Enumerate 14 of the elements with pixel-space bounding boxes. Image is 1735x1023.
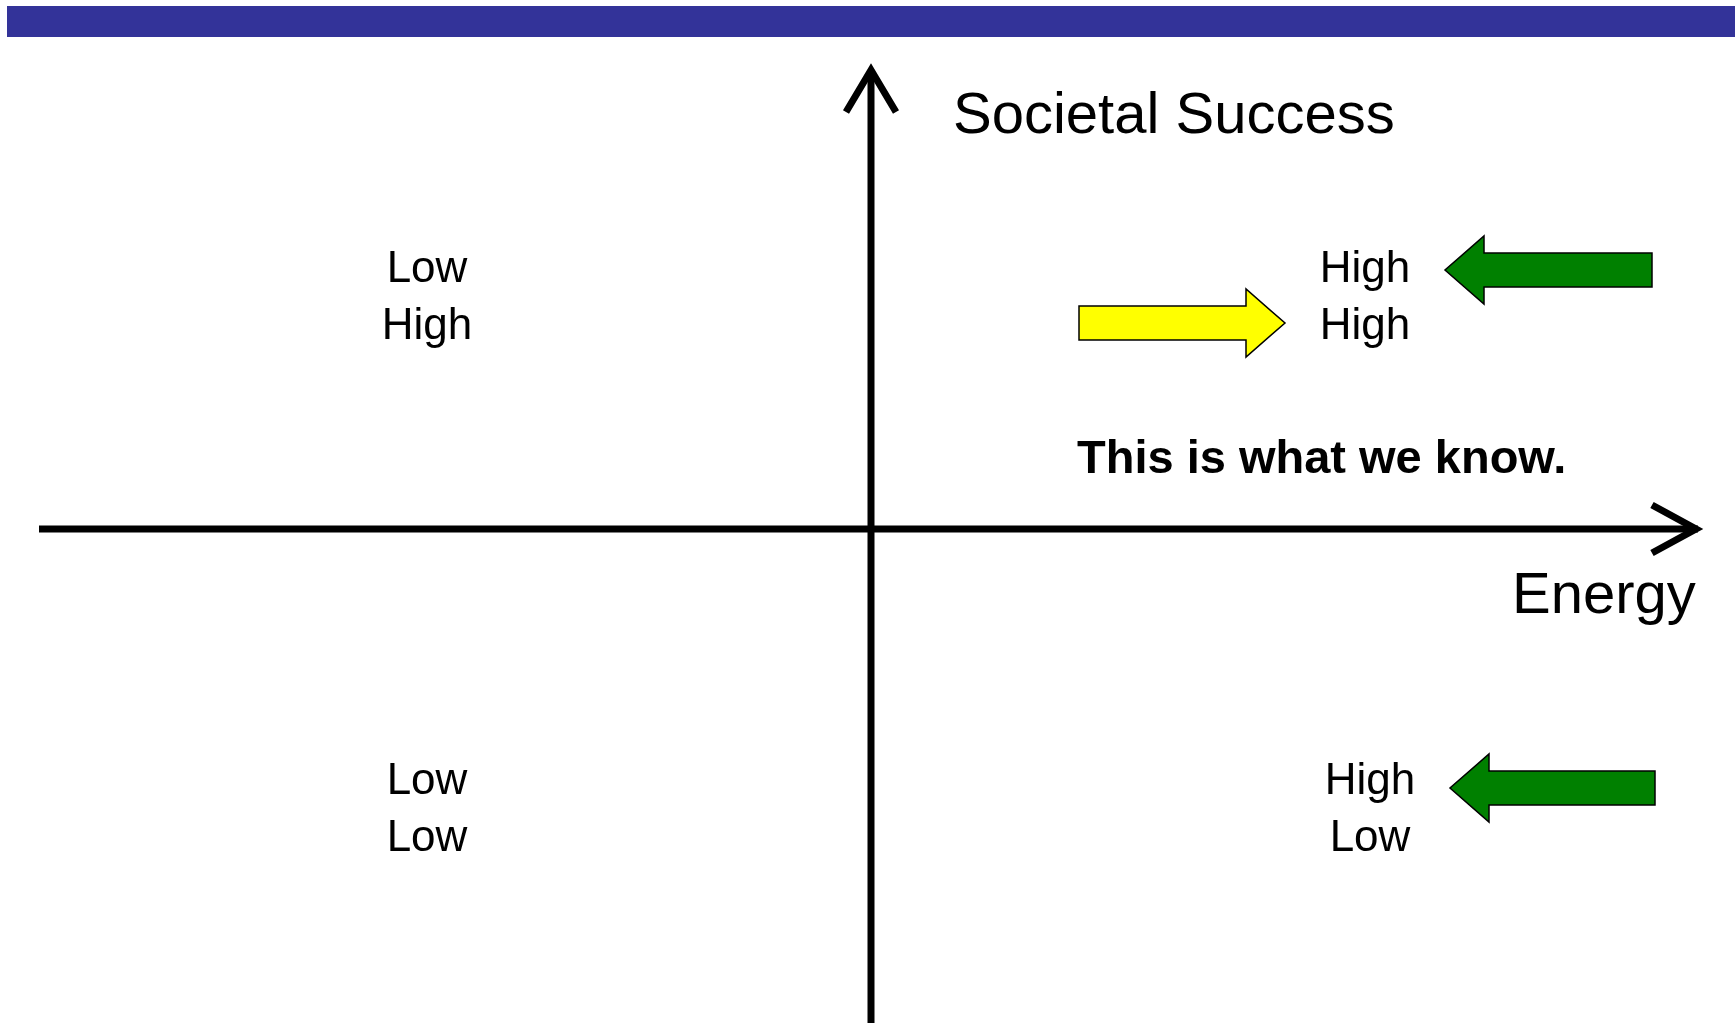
quadrant-label: Low xyxy=(1329,810,1411,862)
quadrant-label: High xyxy=(1319,298,1411,350)
block-arrow xyxy=(1078,287,1287,359)
block-arrow xyxy=(1443,234,1653,306)
quadrant-label: High xyxy=(1319,241,1411,293)
axis-title: Societal Success xyxy=(953,80,1395,147)
note-text: This is what we know. xyxy=(1077,430,1567,485)
quadrant-label: Low xyxy=(386,753,468,805)
quadrant-label: Low xyxy=(386,241,468,293)
axis-title: Energy xyxy=(1512,560,1696,627)
quadrant-label: Low xyxy=(386,810,468,862)
quadrant-label: High xyxy=(1324,753,1416,805)
block-arrow xyxy=(1448,752,1656,824)
quadrant-label: High xyxy=(381,298,473,350)
